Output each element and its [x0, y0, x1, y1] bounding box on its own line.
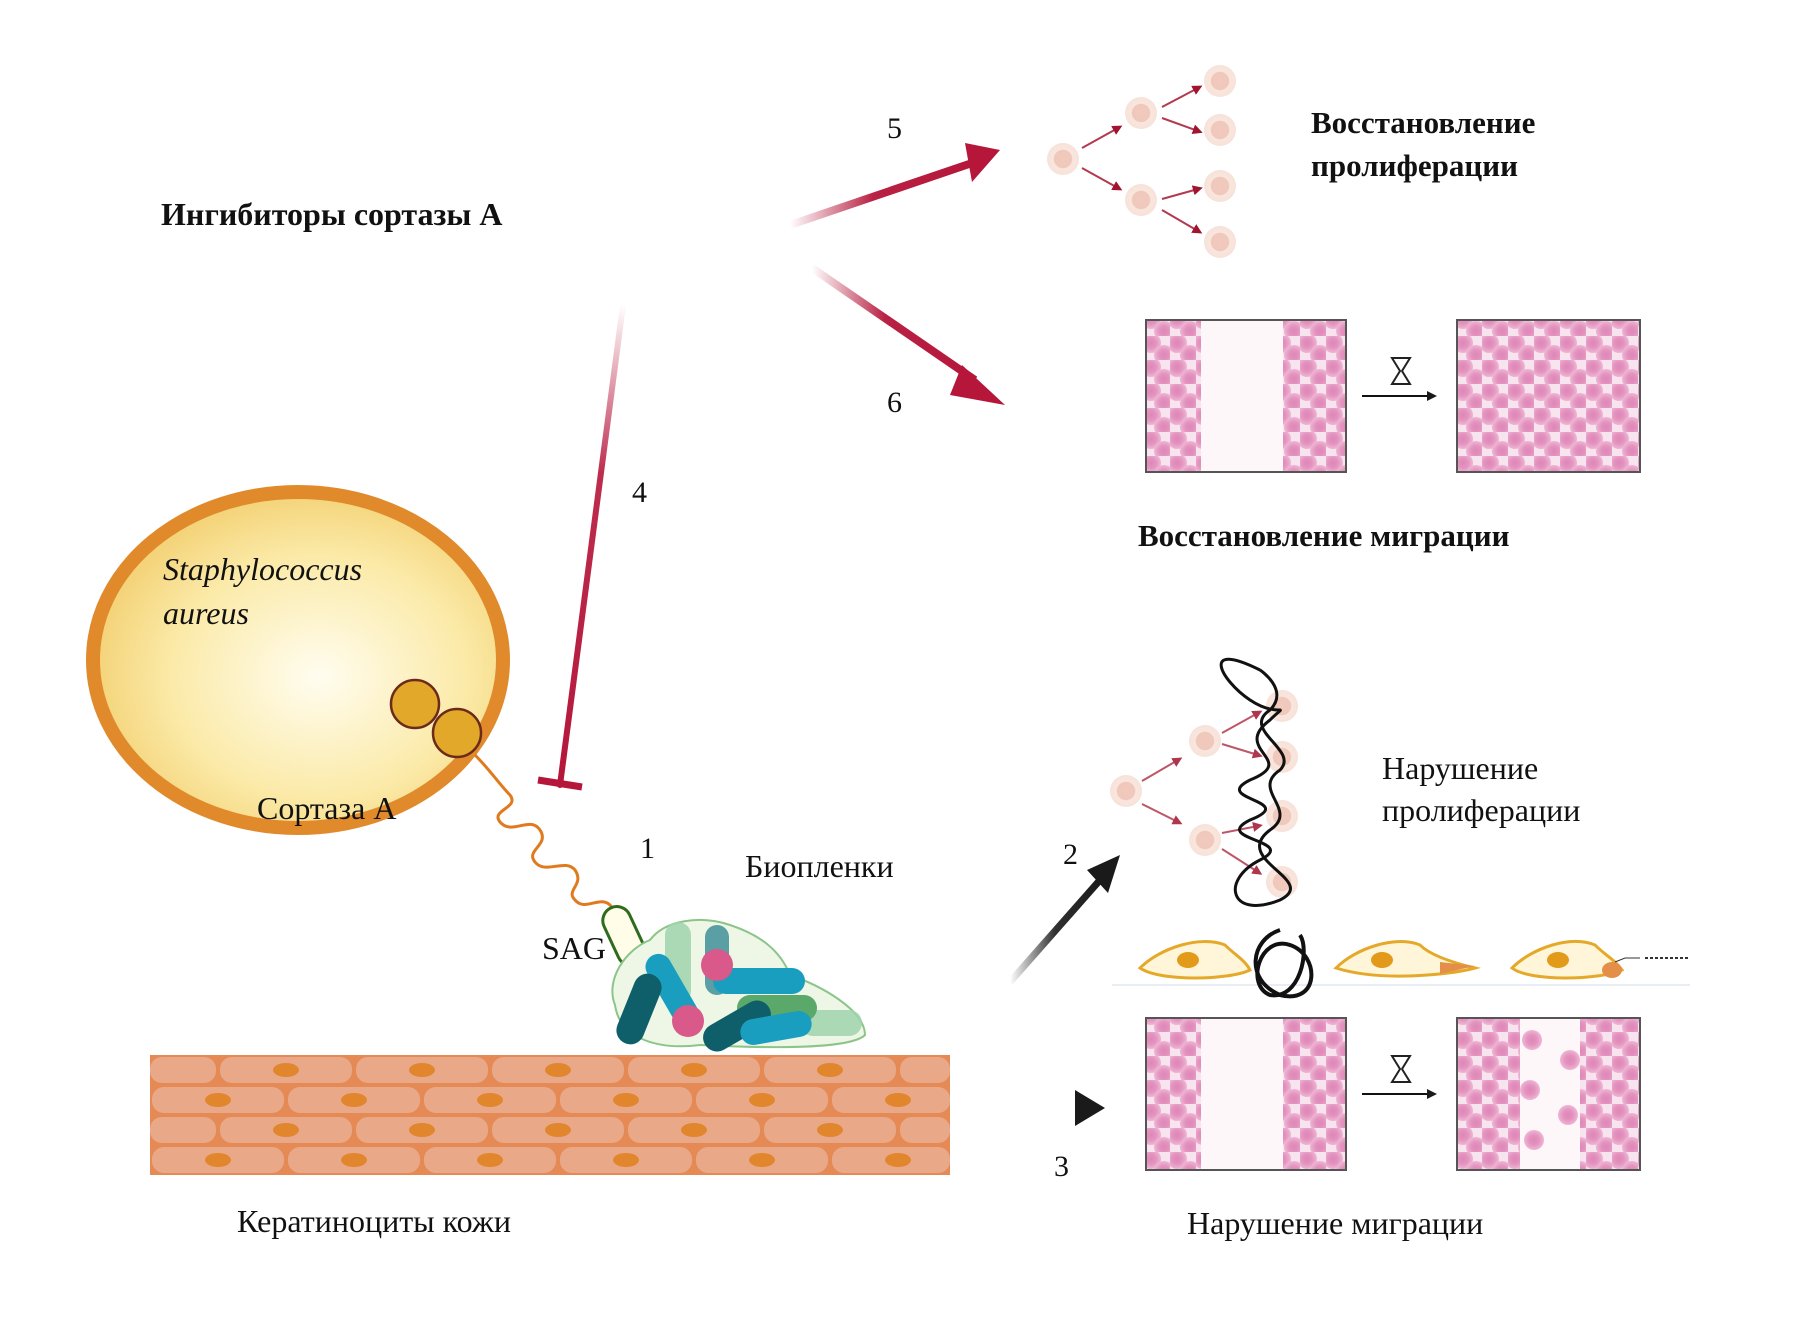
wound-assay-after-impaired	[1456, 1017, 1641, 1171]
keratinocyte-nucleus	[205, 1153, 231, 1167]
cell-icon	[1110, 775, 1142, 807]
keratinocyte-cell	[150, 1057, 216, 1083]
keratinocyte-nucleus	[545, 1123, 571, 1137]
keratinocyte-nucleus	[341, 1153, 367, 1167]
cell-icon	[1204, 65, 1236, 97]
step-number-1: 1	[640, 832, 655, 865]
cell-icon	[1125, 97, 1157, 129]
sag-label: SAG	[542, 930, 607, 966]
restore-proliferation-line1: Восстановление	[1311, 105, 1536, 140]
cell-icon	[1189, 824, 1221, 856]
step-number-6: 6	[887, 386, 902, 419]
cell-icon	[1266, 800, 1298, 832]
timelapse-arrow-restored	[1362, 357, 1437, 401]
keratinocyte-nucleus	[273, 1063, 299, 1077]
cell-icon	[1125, 184, 1157, 216]
cell-icon	[1204, 170, 1236, 202]
cell-icon	[1266, 690, 1298, 722]
keratinocyte-nucleus	[817, 1063, 843, 1077]
keratinocyte-layer	[150, 1055, 950, 1175]
cell-icon	[1204, 114, 1236, 146]
impaired-migration-label: Нарушение миграции	[1187, 1205, 1484, 1241]
keratinocyte-nucleus	[885, 1093, 911, 1107]
keratinocyte-nucleus	[273, 1123, 299, 1137]
organism-name-line2: aureus	[163, 595, 249, 631]
keratinocyte-nucleus	[341, 1093, 367, 1107]
restore-proliferation-line2: пролиферации	[1311, 148, 1518, 183]
arrow-2-impaired-proliferation	[1007, 855, 1120, 985]
keratinocyte-nucleus	[681, 1063, 707, 1077]
keratinocyte-nucleus	[749, 1093, 775, 1107]
arrow-5-restore-proliferation	[788, 143, 1000, 229]
keratinocyte-nucleus	[613, 1093, 639, 1107]
impaired-proliferation-line1: Нарушение	[1382, 750, 1539, 786]
impaired-proliferation-line2: пролиферации	[1382, 792, 1581, 828]
sortase-tether-line	[473, 753, 626, 932]
cell-icon	[1204, 226, 1236, 258]
keratinocyte-nucleus	[477, 1153, 503, 1167]
step-number-2: 2	[1063, 838, 1078, 871]
step-number-5: 5	[887, 112, 902, 145]
keratinocyte-nucleus	[409, 1063, 435, 1077]
biofilm-cluster-icon	[611, 919, 867, 1052]
hourglass-icon	[1390, 1055, 1412, 1083]
migrating-cell-icon	[1333, 940, 1481, 978]
keratinocytes-label: Кератиноциты кожи	[237, 1203, 512, 1239]
sortase-enzyme-icon	[389, 678, 483, 759]
biofilm-label: Биопленки	[745, 848, 894, 884]
arrow-6-restore-migration	[809, 264, 1005, 405]
organism-name-line1: Staphylococcus	[163, 551, 363, 587]
cell-icon	[1189, 725, 1221, 757]
scribble-disruption-icon	[1253, 928, 1314, 999]
inhibition-arrow-4	[537, 302, 626, 791]
restore-migration-label: Восстановление миграции	[1138, 518, 1510, 553]
step-number-4: 4	[632, 476, 647, 509]
proliferation-tree-restored	[1047, 65, 1236, 258]
keratinocyte-cell	[900, 1117, 950, 1143]
keratinocyte-nucleus	[477, 1093, 503, 1107]
keratinocyte-cell	[150, 1117, 216, 1143]
sortase-label: Сортаза А	[257, 790, 397, 826]
cell-icon	[1266, 866, 1298, 898]
keratinocyte-nucleus	[681, 1123, 707, 1137]
staphylococcus-cell-icon	[86, 485, 510, 835]
keratinocyte-nucleus	[613, 1153, 639, 1167]
wound-assay-before-restored	[1145, 319, 1347, 473]
step-number-3: 3	[1054, 1150, 1069, 1183]
wound-assay-after-restored	[1456, 319, 1641, 473]
keratinocyte-cell	[900, 1057, 950, 1083]
cell-icon	[1047, 143, 1079, 175]
keratinocyte-nucleus	[545, 1063, 571, 1077]
keratinocyte-nucleus	[409, 1123, 435, 1137]
keratinocyte-nucleus	[205, 1093, 231, 1107]
proliferation-tree-impaired	[1110, 657, 1298, 907]
keratinocyte-nucleus	[885, 1153, 911, 1167]
keratinocyte-nucleus	[817, 1123, 843, 1137]
scribble-disruption-icon	[1219, 657, 1292, 907]
arrow-3-impaired-migration	[1010, 1090, 1105, 1126]
hourglass-icon	[1390, 357, 1412, 385]
keratinocyte-nucleus	[749, 1153, 775, 1167]
migrating-cells-row	[1112, 928, 1690, 999]
timelapse-arrow-impaired	[1362, 1055, 1437, 1099]
inhibitors-label: Ингибиторы сортазы А	[161, 196, 503, 232]
wound-assay-before-impaired	[1145, 1017, 1347, 1171]
